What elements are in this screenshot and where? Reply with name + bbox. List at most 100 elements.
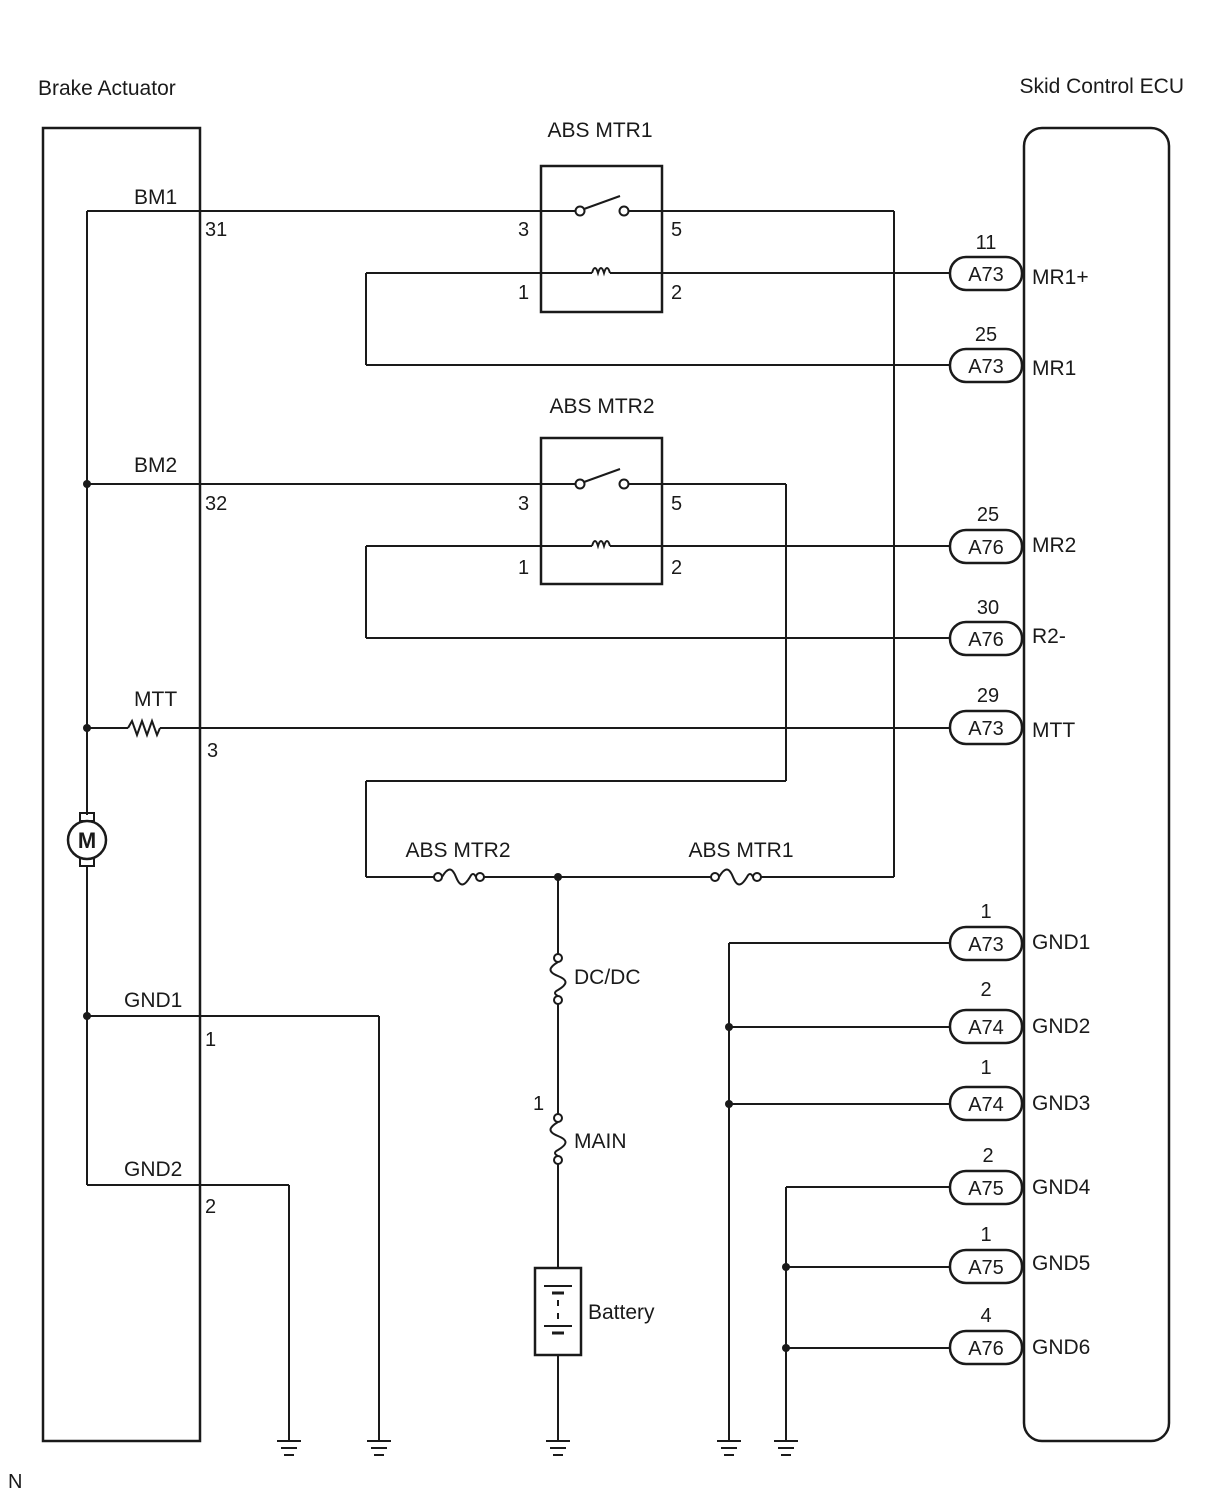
bm2-pin: 32 [205, 493, 227, 515]
fuse-main-icon [549, 1113, 567, 1165]
skid-control-ecu-box [1022, 126, 1171, 1443]
actuator-internal-bus [83, 211, 91, 1185]
ecu-terminal: A76 30 R2- [948, 597, 1066, 657]
mtt-pin: 3 [207, 740, 218, 762]
bm1-circuit [87, 210, 895, 877]
relay1-pin1: 1 [518, 282, 529, 304]
skid-control-ecu-title: Skid Control ECU [1019, 75, 1184, 98]
fuse-mtr1-icon [710, 868, 762, 886]
ecu-terminal: A74 1 GND3 [948, 1057, 1090, 1122]
ecu-gnd-group-1 [725, 942, 950, 1440]
ground-icon [277, 1440, 301, 1456]
terminal-name: MR1+ [1032, 266, 1089, 289]
ecu-terminal: A73 1 GND1 [948, 901, 1090, 962]
terminal-name: MR1 [1032, 357, 1076, 380]
fuse-main-pin: 1 [533, 1093, 544, 1115]
connector-pin: 1 [980, 1057, 991, 1079]
motor-label: M [78, 828, 96, 853]
connector-id: A73 [968, 718, 1004, 740]
fuse-mtr1-label: ABS MTR1 [688, 839, 793, 862]
relay2-pin3: 3 [518, 493, 529, 515]
ecu-terminal: A73 25 MR1 [948, 324, 1076, 384]
fuse-mtr2-label: ABS MTR2 [405, 839, 510, 862]
bm1-pin: 31 [205, 219, 227, 241]
terminal-name: GND2 [1032, 1015, 1090, 1038]
relay2-switch [574, 468, 630, 490]
actuator-gnd1-circuit [87, 1015, 380, 1440]
connector-id: A73 [968, 934, 1004, 956]
brake-actuator-title: Brake Actuator [38, 77, 176, 100]
actuator-gnd2-circuit [87, 1184, 290, 1440]
connector-pin: 2 [980, 979, 991, 1001]
bm1-label: BM1 [134, 186, 177, 209]
connector-id: A73 [968, 356, 1004, 378]
fuse-dcdc-icon [549, 953, 567, 1005]
mtt-label: MTT [134, 688, 177, 711]
relay1-title: ABS MTR1 [547, 119, 652, 142]
terminal-name: GND1 [1032, 931, 1090, 954]
actuator-gnd1-pin: 1 [205, 1029, 216, 1051]
corner-mark: N [8, 1471, 22, 1493]
terminal-name: MR2 [1032, 534, 1076, 557]
ecu-terminal: A76 4 GND6 [948, 1305, 1090, 1366]
ecu-terminal: A73 29 MTT [948, 685, 1075, 746]
actuator-gnd2-pin: 2 [205, 1196, 216, 1218]
connector-id: A74 [968, 1094, 1004, 1116]
connector-pin: 1 [980, 1224, 991, 1246]
ecu-terminal: A74 2 GND2 [948, 979, 1090, 1045]
connector-id: A74 [968, 1017, 1004, 1039]
ecu-terminal: A73 11 MR1+ [948, 232, 1089, 292]
fuse-dcdc-label: DC/DC [574, 966, 641, 989]
relay2-title: ABS MTR2 [549, 395, 654, 418]
relay1-switch [574, 195, 630, 217]
relay1-coil-icon [365, 267, 950, 366]
brake-actuator-box [41, 126, 202, 1443]
terminal-name: GND6 [1032, 1336, 1090, 1359]
fuse-bus [366, 873, 894, 881]
connector-pin: 1 [980, 901, 991, 923]
resistor-icon [127, 718, 161, 738]
relay1-pin5: 5 [671, 219, 682, 241]
mtt-circuit [87, 718, 950, 738]
ground-icon [717, 1440, 741, 1456]
connector-id: A75 [968, 1178, 1004, 1200]
ecu-terminal: A75 1 GND5 [948, 1224, 1090, 1285]
terminal-name: GND3 [1032, 1092, 1090, 1115]
connector-pin: 29 [977, 685, 999, 707]
relay2-coil-icon [365, 540, 950, 639]
fuse-mtr2-icon [433, 868, 485, 886]
ground-icon [774, 1440, 798, 1456]
terminal-name: MTT [1032, 719, 1075, 742]
connector-pin: 4 [980, 1305, 991, 1327]
connector-id: A76 [968, 1338, 1004, 1360]
ground-icon [367, 1440, 391, 1456]
ecu-terminal: A76 25 MR2 [948, 504, 1076, 565]
relay2-pin5: 5 [671, 493, 682, 515]
relay1-pin3: 3 [518, 219, 529, 241]
fuse-main-label: MAIN [574, 1130, 627, 1153]
battery-icon [533, 1266, 583, 1357]
terminal-name: GND4 [1032, 1176, 1091, 1199]
terminal-name: GND5 [1032, 1252, 1090, 1275]
connector-pin: 25 [975, 324, 997, 346]
connector-id: A76 [968, 537, 1004, 559]
relay2-box [539, 436, 664, 586]
actuator-gnd1-label: GND1 [124, 989, 182, 1012]
motor-icon: M [66, 812, 108, 867]
connector-pin: 25 [977, 504, 999, 526]
connector-id: A73 [968, 264, 1004, 286]
ground-icon [546, 1440, 570, 1456]
battery-label: Battery [588, 1301, 655, 1324]
relay2-pin1: 1 [518, 557, 529, 579]
connector-id: A76 [968, 629, 1004, 651]
connector-pin: 11 [976, 232, 997, 254]
connector-pin: 2 [982, 1145, 993, 1167]
relay1-box [539, 164, 664, 314]
terminal-name: R2- [1032, 625, 1066, 648]
ecu-gnd-group-2 [782, 1186, 950, 1440]
bm2-label: BM2 [134, 454, 177, 477]
connector-pin: 30 [977, 597, 999, 619]
ecu-terminal: A75 2 GND4 [948, 1145, 1091, 1206]
relay1-pin2: 2 [671, 282, 682, 304]
